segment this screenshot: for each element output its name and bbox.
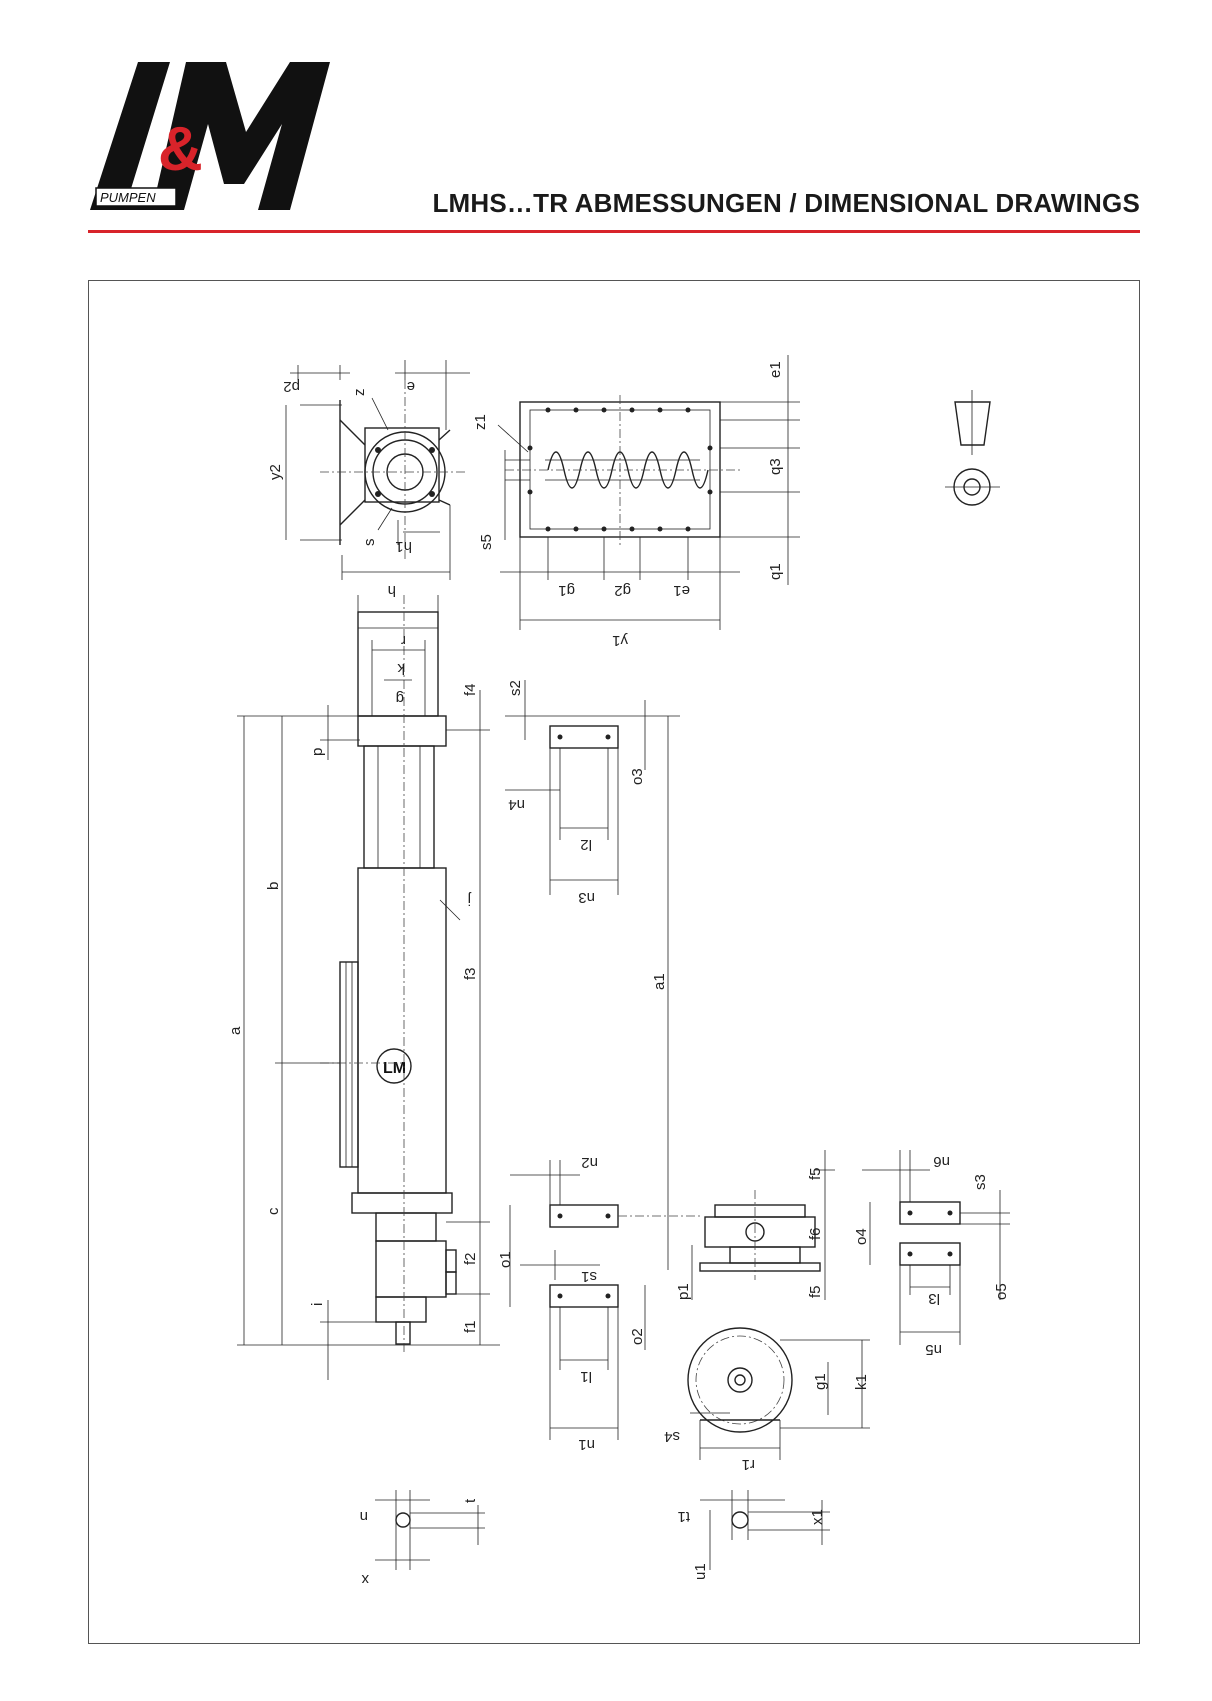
label-f5-bottom: f5 <box>807 1285 824 1298</box>
drawing-frame <box>88 280 1140 1644</box>
label-g1: g1 <box>812 1373 829 1390</box>
label-c: c <box>265 1207 282 1215</box>
label-z1: z1 <box>472 414 489 430</box>
label-a: a <box>227 1026 244 1035</box>
pump-side-view: LM <box>237 595 500 1380</box>
label-s1: s1 <box>581 1268 597 1285</box>
label-f1: f1 <box>462 1320 479 1333</box>
label-l2: l2 <box>580 836 592 853</box>
label-u1: u1 <box>692 1563 709 1580</box>
label-s5: s5 <box>478 534 495 550</box>
end-view-inlet <box>285 360 470 580</box>
label-z: z <box>351 389 368 397</box>
page-title: LMHS…TR ABMESSUNGEN / DIMENSIONAL DRAWIN… <box>432 188 1140 218</box>
label-t1: t1 <box>677 1508 690 1525</box>
label-s2: s2 <box>507 680 524 696</box>
label-o5: o5 <box>993 1283 1010 1300</box>
label-f3: f3 <box>462 967 479 980</box>
label-h1: h1 <box>395 538 412 555</box>
header-divider <box>88 230 1140 233</box>
label-k1: k1 <box>853 1374 870 1390</box>
label-o3: o3 <box>629 768 646 785</box>
label-o4: o4 <box>853 1228 870 1245</box>
label-n: n <box>360 1508 368 1525</box>
label-n5: n5 <box>925 1341 942 1358</box>
label-g2: g2 <box>614 582 631 599</box>
label-n3: n3 <box>578 889 595 906</box>
company-logo: & PUMPEN <box>90 62 330 210</box>
label-g1-side: g1 <box>558 582 575 599</box>
label-g: g <box>396 690 404 707</box>
label-n6: n6 <box>933 1153 950 1170</box>
label-p: p <box>309 748 326 756</box>
label-p2: p2 <box>283 378 300 395</box>
label-x: x <box>361 1571 369 1588</box>
label-s: s <box>361 539 378 547</box>
flange-inlet-view <box>509 1160 700 1440</box>
base-bracket-view <box>691 1150 835 1300</box>
motor-end-view <box>687 1327 870 1460</box>
label-n2: n2 <box>581 1154 598 1171</box>
logo-subtitle: PUMPEN <box>100 190 156 205</box>
label-q3: q3 <box>767 458 784 475</box>
label-a1: a1 <box>651 973 668 990</box>
svg-text:LM: LM <box>383 1060 406 1077</box>
label-n4: n4 <box>508 796 525 813</box>
shaft-key-detail <box>375 1490 485 1570</box>
cone-detail <box>945 390 1000 506</box>
label-s3: s3 <box>972 1174 989 1190</box>
label-o1: o1 <box>497 1251 514 1268</box>
label-l3: l3 <box>928 1290 940 1307</box>
motor-shaft-key-detail <box>700 1490 830 1570</box>
inlet-top-view <box>497 355 800 630</box>
label-e1-top: e1 <box>767 361 784 378</box>
label-r: r <box>401 632 406 649</box>
label-y2: y2 <box>267 464 284 480</box>
svg-text:&: & <box>158 115 203 184</box>
label-b: b <box>265 882 282 890</box>
dim-a1 <box>505 715 680 1270</box>
label-l1: l1 <box>580 1368 592 1385</box>
label-h: h <box>388 582 396 599</box>
label-s4: s4 <box>664 1428 680 1445</box>
label-r1: r1 <box>742 1456 755 1473</box>
label-e1-side: e1 <box>673 582 690 599</box>
label-f2: f2 <box>462 1252 479 1265</box>
dimension-labels: p2 e z s y2 h1 h e1 z1 q3 s5 q1 g1 g2 e1… <box>227 361 1010 1588</box>
label-f4: f4 <box>462 683 479 696</box>
label-y1: y1 <box>612 632 628 649</box>
label-o2: o2 <box>629 1328 646 1345</box>
label-k: k <box>397 660 405 677</box>
label-q1-bottom: q1 <box>767 563 784 580</box>
label-i: i <box>309 1303 326 1306</box>
label-n1: n1 <box>578 1436 595 1453</box>
label-x1: x1 <box>809 1509 826 1525</box>
label-t: t <box>462 1498 479 1503</box>
label-e: e <box>407 378 415 395</box>
label-f5-top: f5 <box>807 1167 824 1180</box>
flange-outlet-view <box>505 680 646 895</box>
label-j: j <box>468 891 472 908</box>
foot-plate-view <box>862 1150 1010 1345</box>
label-p1: p1 <box>675 1283 692 1300</box>
label-f6: f6 <box>807 1227 824 1240</box>
